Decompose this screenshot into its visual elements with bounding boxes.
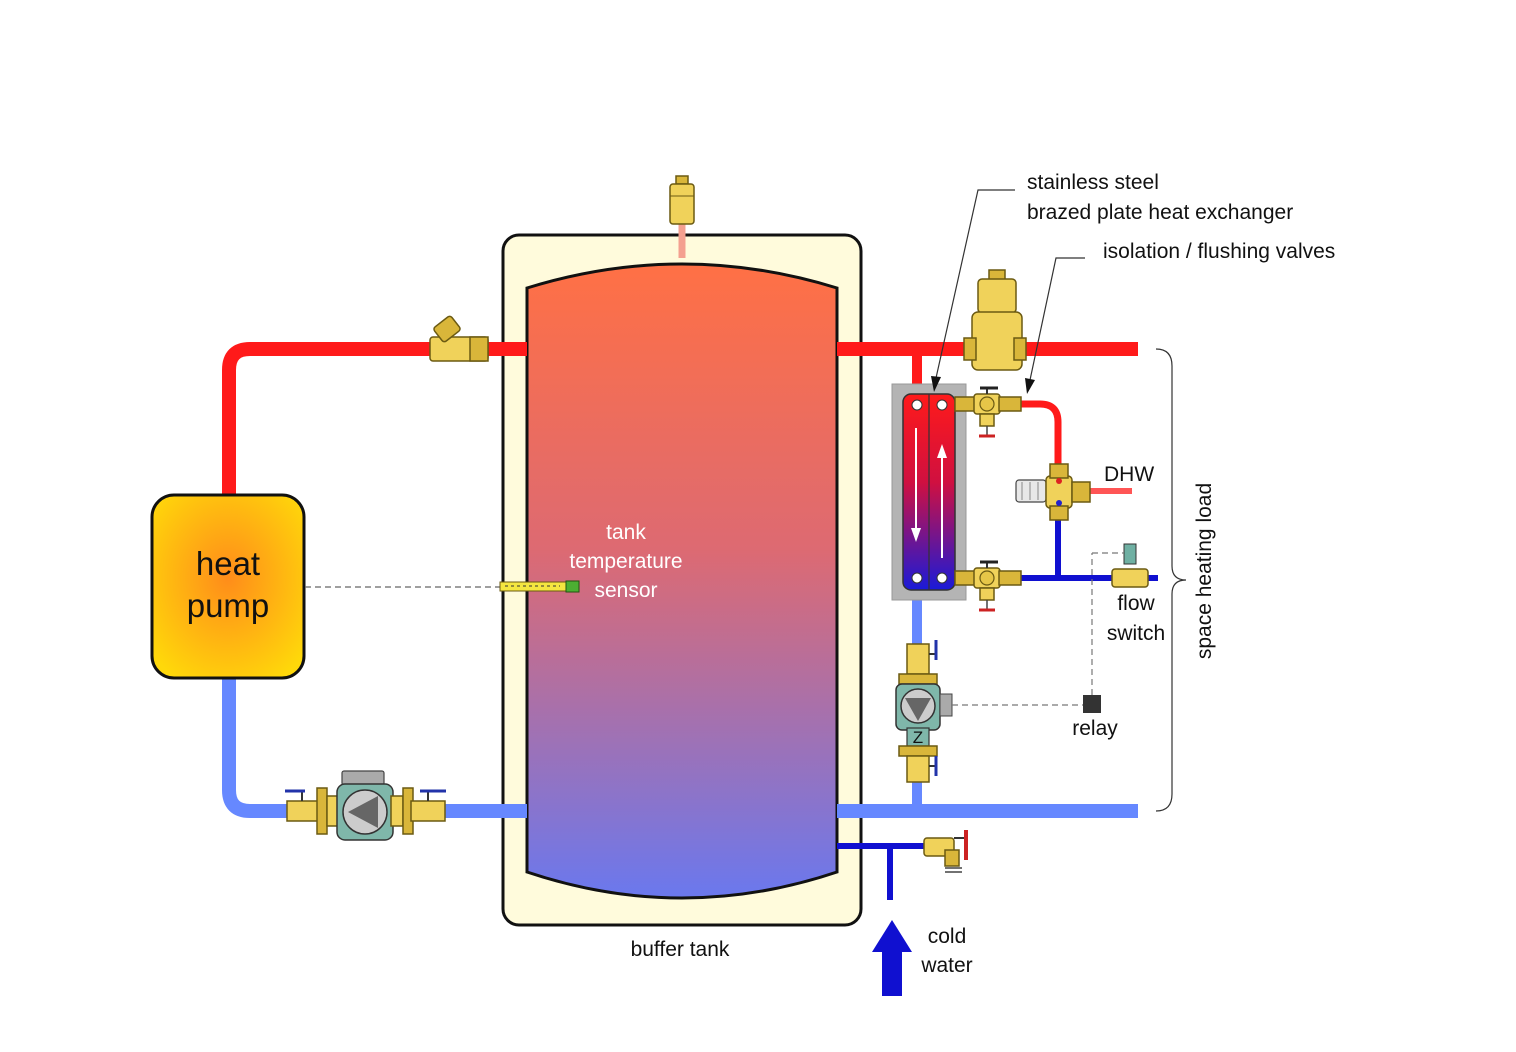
- dhw-pump-flange-top: [898, 673, 938, 685]
- hx-port-4: [936, 572, 948, 584]
- brazed-plate-heat-exchanger: [891, 383, 967, 601]
- hx-up-arrow-icon: [937, 444, 947, 458]
- isolation-valves-label: isolation / flushing valves: [1103, 240, 1335, 263]
- space-heating-label: space heating load: [1193, 483, 1216, 659]
- flange-valve-right: [410, 800, 446, 822]
- hx-down-arrow-icon: [911, 528, 921, 542]
- strainer-leg: [433, 315, 461, 343]
- cold-water-drain-valve: [923, 830, 968, 873]
- strainer-nut: [469, 336, 489, 362]
- cold-water-label-1: cold: [928, 925, 967, 948]
- y-strainer: [429, 315, 489, 362]
- dhw-pump-flange-bottom: [898, 745, 938, 757]
- iso-lower-nut-r: [998, 570, 1022, 586]
- air-vent-top: [669, 175, 695, 225]
- hx-port-3: [911, 572, 923, 584]
- iso-lower-ball: [979, 570, 995, 586]
- heat-pump-label-2: pump: [187, 587, 270, 624]
- mixing-valve-hot-dot: [1056, 478, 1062, 484]
- cold-water-arrow-head: [872, 920, 912, 952]
- hx-port-1: [911, 399, 923, 411]
- separator-inlet: [963, 337, 977, 361]
- flow-switch: [1111, 543, 1149, 588]
- tank-temperature-sensor: [499, 580, 580, 593]
- cold-water-label-2: water: [920, 954, 972, 977]
- dhw-pump-check-letter: Z: [913, 728, 923, 747]
- hot-supply-pipe: [222, 342, 527, 495]
- hx-label-1: stainless steel: [1027, 171, 1159, 194]
- sensor-tip: [565, 580, 580, 593]
- hx-label-2: brazed plate heat exchanger: [1027, 201, 1293, 224]
- dhw-label: DHW: [1104, 463, 1154, 486]
- iso-upper-nut-l: [954, 396, 976, 412]
- heat-pump-box: [150, 493, 306, 680]
- hx-port-2: [936, 399, 948, 411]
- flange-left-a: [316, 787, 328, 835]
- drain-valve-outlet: [944, 849, 960, 867]
- isolation-valve-lower: [954, 560, 1022, 612]
- separator-vent: [977, 278, 1017, 314]
- sensor-label-2: temperature: [569, 550, 682, 573]
- valves-leader-arrow-icon: [1025, 378, 1035, 394]
- flow-switch-label-1: flow: [1117, 592, 1155, 615]
- flow-switch-body: [1111, 568, 1149, 588]
- tank-shell: [525, 262, 839, 900]
- dhw-pump-arrow-icon: [905, 698, 931, 721]
- dhw-cold-pipe: [952, 508, 1061, 581]
- iso-lower-nut-l: [954, 570, 976, 586]
- isolation-valve-upper: [954, 386, 1022, 438]
- heat-pump-label-1: heat: [196, 545, 260, 582]
- iso-upper-nut-r: [998, 396, 1022, 412]
- control-wiring: [952, 552, 1124, 713]
- air-separator: [963, 269, 1027, 371]
- iso-lower-drain: [979, 587, 995, 601]
- iso-upper-ball: [979, 396, 995, 412]
- heat-pump: heat pump: [150, 493, 306, 680]
- cold-water-arrow-shaft: [882, 950, 902, 996]
- vent-cap: [675, 175, 689, 185]
- sensor-label-1: tank: [606, 521, 646, 544]
- dhw-pump-valve-bottom: [906, 755, 930, 783]
- mixing-valve-bottom-port: [1049, 505, 1069, 521]
- flow-switch-head: [1123, 543, 1137, 565]
- mixing-valve-out-port: [1071, 481, 1091, 503]
- dhw-pump-valve-top: [906, 643, 930, 675]
- mixing-valve-knob: [1015, 479, 1047, 503]
- relay-label: relay: [1072, 717, 1118, 740]
- heat-pump-circulator: [285, 770, 446, 841]
- dhw-hot-pipe: [952, 400, 1062, 478]
- flow-switch-label-2: switch: [1107, 622, 1165, 645]
- hx-leader: [935, 189, 1015, 379]
- vent-body: [669, 183, 695, 225]
- dhw-mixing-valve: [1015, 463, 1091, 521]
- buffer-tank: [501, 233, 863, 927]
- iso-upper-drain: [979, 413, 995, 427]
- sensor-label-3: sensor: [594, 579, 657, 602]
- pump-motor: [341, 770, 385, 786]
- mixing-valve-cold-dot: [1056, 500, 1062, 506]
- dhw-pump-motor: [939, 693, 953, 717]
- sensor-probe: [499, 581, 569, 592]
- space-heating-brace: [1155, 348, 1187, 812]
- flange-right-b: [390, 795, 404, 827]
- pump-arrow-icon: [348, 796, 378, 828]
- hx-leader-arrow-icon: [931, 376, 941, 392]
- cold-water-arrow-icon: [872, 920, 912, 996]
- mixing-valve-top-port: [1049, 463, 1069, 479]
- valves-leader: [1029, 257, 1085, 381]
- dhw-circulator: Z: [895, 640, 953, 783]
- buffer-tank-label: buffer tank: [631, 938, 730, 961]
- relay-box: [1083, 695, 1101, 713]
- leader-lines: [931, 189, 1085, 394]
- heat-pump-loop: [222, 342, 527, 818]
- cool-return-pipe: [222, 678, 527, 818]
- separator-outlet: [1013, 337, 1027, 361]
- flange-valve-left: [286, 800, 320, 822]
